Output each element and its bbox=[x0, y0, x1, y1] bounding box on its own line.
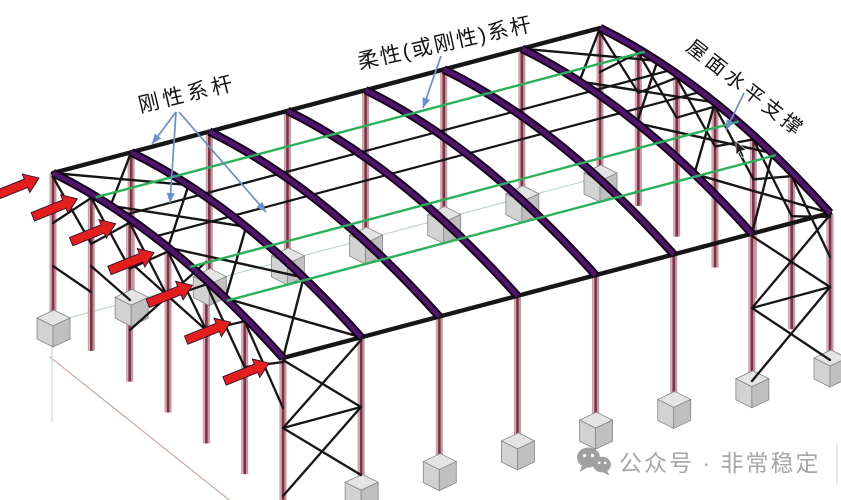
cursor-icon bbox=[735, 140, 748, 158]
wechat-icon bbox=[577, 447, 611, 476]
wind-arrow bbox=[107, 247, 155, 276]
eave-edges bbox=[50, 25, 833, 361]
rafters bbox=[51, 24, 834, 361]
watermark: 公众号 · 非常稳定 bbox=[576, 444, 820, 478]
label-pointers bbox=[151, 55, 745, 213]
wind-arrow bbox=[183, 317, 232, 345]
wind-arrow bbox=[0, 173, 40, 201]
roof-rigid-ties bbox=[123, 68, 703, 238]
wind-arrow bbox=[30, 194, 79, 222]
wind-arrow bbox=[68, 218, 117, 247]
roof-flexible-ties bbox=[95, 50, 776, 302]
wind-arrow bbox=[222, 358, 270, 386]
mouse-cursor bbox=[735, 140, 748, 158]
wind-load-arrows bbox=[0, 173, 270, 386]
roof-bracing-x bbox=[51, 26, 832, 360]
watermark-text: 公众号 · 非常稳定 bbox=[619, 450, 821, 476]
wind-arrow bbox=[145, 280, 194, 309]
